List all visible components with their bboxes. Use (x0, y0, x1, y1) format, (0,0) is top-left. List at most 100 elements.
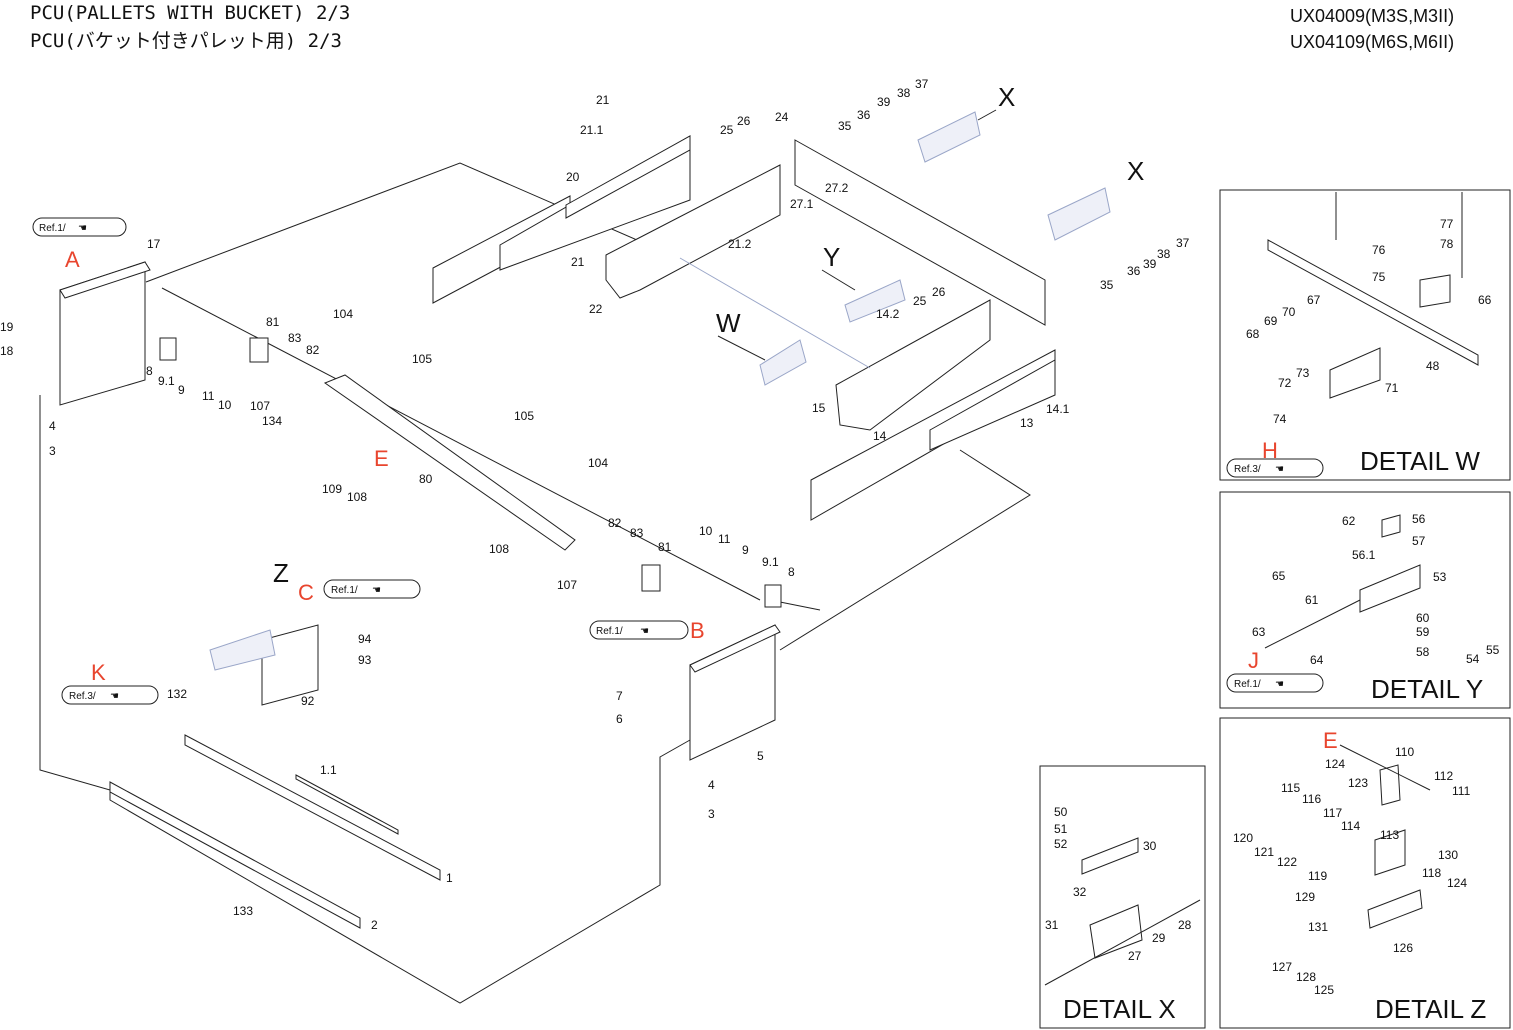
detail-x-box (1039, 765, 1206, 1029)
part-label: 9.1 (158, 374, 175, 388)
part-label: 112 (1434, 769, 1453, 783)
slide-rail-13 (810, 349, 1056, 521)
part-label: 2 (371, 918, 378, 932)
part-label: 132 (167, 687, 187, 701)
part-label: 81 (658, 540, 672, 554)
ref-tag-j[interactable]: Ref.1/ ☚ (1226, 673, 1324, 693)
part-label: 13 (1020, 416, 1034, 430)
part-label: 27.2 (825, 181, 849, 195)
part-label: 109 (322, 482, 342, 496)
svg-text:Ref.1/: Ref.1/ (331, 585, 358, 596)
bracket-81-right (641, 564, 661, 592)
part-labels-main: 21 21.1 25 26 24 35 36 39 38 37 20 27.1 … (0, 77, 1190, 932)
part-label: 21.1 (580, 123, 604, 137)
part-label: 39 (1143, 257, 1157, 271)
part-label: 80 (419, 472, 433, 486)
part-label: 35 (838, 119, 852, 133)
part-label: 3 (708, 807, 715, 821)
ref-letter-h: H (1262, 438, 1278, 463)
part-label: 8 (146, 364, 153, 378)
part-label: 19 (0, 320, 14, 334)
part-label: 124 (1325, 757, 1345, 771)
part-label: 36 (857, 108, 871, 122)
part-label: 5 (757, 749, 764, 763)
part-label: 25 (913, 294, 927, 308)
detail-z-parts (1339, 744, 1431, 929)
ref-letter-e: E (374, 446, 389, 471)
part-label: 104 (333, 307, 353, 321)
ref-tag-a[interactable]: Ref.1/ ☚ (32, 217, 127, 237)
part-label: 51 (1054, 822, 1068, 836)
part-label: 110 (1395, 745, 1414, 759)
part-label: 60 (1416, 611, 1430, 625)
part-label: 82 (608, 516, 622, 530)
pointing-hand-icon: ☚ (372, 585, 381, 596)
part-label: 15 (812, 401, 826, 415)
part-label: 27 (1128, 949, 1142, 963)
part-label: 121 (1254, 845, 1274, 859)
ref-tag-k[interactable]: Ref.3/ ☚ (61, 685, 159, 705)
part-label: 116 (1302, 792, 1321, 806)
pointing-hand-icon: ☚ (1275, 464, 1284, 475)
part-label: 1 (446, 871, 453, 885)
part-label: 53 (1433, 570, 1447, 584)
angle-bar-2 (109, 781, 361, 929)
part-label: 54 (1466, 652, 1480, 666)
svg-text:Ref.1/: Ref.1/ (39, 223, 66, 234)
svg-text:Ref.1/: Ref.1/ (1234, 679, 1261, 690)
detail-w-title: DETAIL W (1360, 446, 1480, 476)
part-label: 94 (358, 632, 372, 646)
detail-z-labels: 110 124 123 112 111 115 116 117 114 120 … (1233, 745, 1471, 997)
part-label: 78 (1440, 237, 1454, 251)
detail-y-box (1219, 491, 1511, 709)
pointing-hand-icon: ☚ (110, 691, 119, 702)
part-label: 81 (266, 315, 280, 329)
svg-text:Ref.3/: Ref.3/ (69, 691, 96, 702)
view-label-x-upper: X (998, 82, 1015, 112)
part-label: 58 (1416, 645, 1430, 659)
detail-y-parts (1264, 514, 1421, 649)
ref-tag-h[interactable]: Ref.3/ ☚ (1226, 458, 1324, 478)
ref-letter-b: B (690, 618, 705, 643)
pointing-hand-icon: ☚ (78, 223, 87, 234)
part-label: 73 (1296, 366, 1310, 380)
part-label: 114 (1341, 819, 1360, 833)
side-bracket-5 (689, 624, 781, 761)
part-label: 62 (1342, 514, 1356, 528)
sensor-w (679, 257, 871, 386)
ref-tag-b[interactable]: Ref.1/ ☚ (589, 620, 689, 640)
part-label: 6 (616, 712, 623, 726)
part-label: 55 (1486, 643, 1500, 657)
part-label: 111 (1452, 784, 1471, 798)
part-label: 1.1 (320, 763, 337, 777)
part-label: 27.1 (790, 197, 814, 211)
part-label: 32 (1073, 885, 1087, 899)
part-label: 76 (1372, 243, 1386, 257)
part-label: 134 (262, 414, 282, 428)
part-label: 69 (1264, 314, 1278, 328)
part-label: 122 (1277, 855, 1297, 869)
part-label: 71 (1385, 381, 1399, 395)
part-label: 10 (699, 524, 713, 538)
detail-y-title: DETAIL Y (1371, 674, 1483, 704)
part-label: 123 (1348, 776, 1368, 790)
part-label: 8 (788, 565, 795, 579)
part-label: 21.2 (728, 237, 752, 251)
ref-letter-j: J (1248, 648, 1259, 673)
part-label: 4 (49, 419, 56, 433)
part-label: 104 (588, 456, 608, 470)
pointing-hand-icon: ☚ (1275, 679, 1284, 690)
ref-tag-c[interactable]: Ref.1/ ☚ (323, 579, 421, 599)
part-label: 59 (1416, 625, 1430, 639)
part-label: 92 (301, 694, 315, 708)
svg-text:Ref.1/: Ref.1/ (596, 626, 623, 637)
part-label: 30 (1143, 839, 1157, 853)
part-label: 11 (718, 532, 731, 546)
part-label: 20 (566, 170, 580, 184)
part-label: 108 (489, 542, 509, 556)
bracket-92 (209, 624, 319, 706)
model-code-2: UX04109(M6S,M6II) (1290, 32, 1455, 52)
part-label: 56 (1412, 512, 1426, 526)
part-label: 31 (1045, 918, 1059, 932)
